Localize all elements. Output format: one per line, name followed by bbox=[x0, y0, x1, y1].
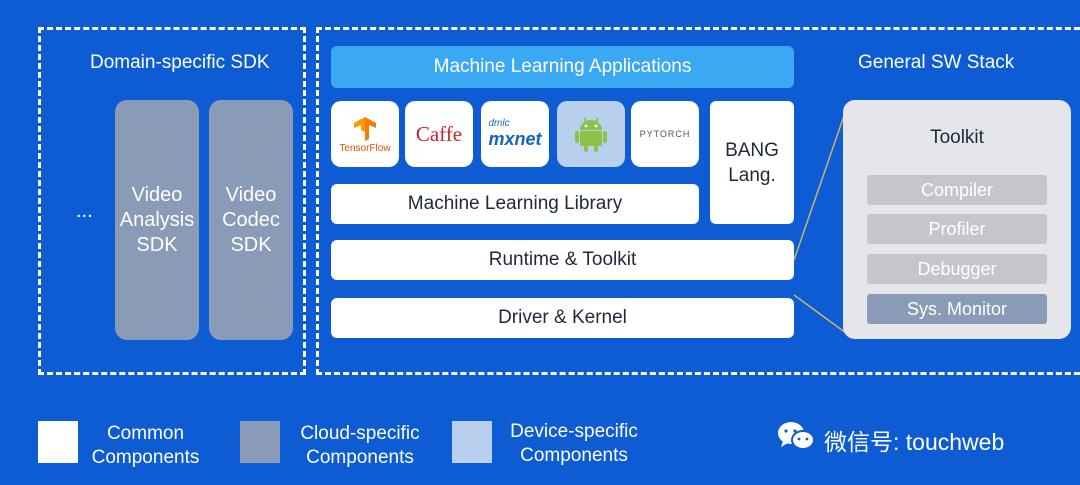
tensorflow-logo-box: TensorFlow bbox=[331, 101, 399, 167]
legend-cloud-text: Cloud-specific Components bbox=[290, 422, 430, 470]
tensorflow-icon bbox=[353, 116, 376, 141]
ml-library-bar: Machine Learning Library bbox=[331, 184, 699, 224]
watermark-text: 微信号: touchweb bbox=[824, 429, 1005, 455]
legend-cloud-swatch bbox=[240, 421, 280, 463]
video-analysis-line2: Analysis bbox=[119, 208, 195, 231]
domain-sdk-region bbox=[38, 27, 306, 375]
video-analysis-sdk-card: Video Analysis SDK bbox=[115, 100, 199, 340]
tool-sys-monitor: Sys. Monitor bbox=[867, 294, 1047, 324]
tool-profiler: Profiler bbox=[867, 214, 1047, 244]
driver-kernel-bar: Driver & Kernel bbox=[331, 298, 794, 338]
pytorch-logo-box: PYTORCH bbox=[631, 101, 699, 167]
legend-common-line1: Common bbox=[106, 423, 185, 444]
toolkit-connector-lines bbox=[793, 109, 847, 334]
legend-common-line2: Components bbox=[91, 447, 200, 468]
android-logo-box bbox=[557, 101, 625, 167]
tool-debugger: Debugger bbox=[867, 254, 1047, 284]
legend-common-swatch bbox=[38, 421, 78, 463]
legend-device-text: Device-specific Components bbox=[500, 420, 648, 468]
caffe-logo-box: Caffe bbox=[405, 101, 473, 167]
android-icon bbox=[575, 117, 607, 152]
legend-device-swatch bbox=[452, 421, 492, 463]
bang-lang-box: BANG Lang. bbox=[710, 101, 794, 224]
bang-line2: Lang. bbox=[728, 164, 776, 186]
video-codec-line2: Codec bbox=[222, 208, 280, 231]
mxnet-logo-box: dmlc mxnet bbox=[481, 101, 549, 167]
video-codec-sdk-card: Video Codec SDK bbox=[209, 100, 293, 340]
domain-sdk-title: Domain-specific SDK bbox=[90, 52, 270, 73]
general-sw-title: General SW Stack bbox=[858, 52, 1015, 73]
ellipsis: ... bbox=[76, 200, 93, 222]
legend-device-line1: Device-specific bbox=[510, 421, 638, 442]
pytorch-label: PYTORCH bbox=[639, 129, 691, 139]
video-codec-line3: SDK bbox=[230, 233, 272, 256]
mxnet-label: mxnet bbox=[488, 129, 542, 149]
caffe-label: Caffe bbox=[415, 121, 463, 146]
legend-common-text: Common Components bbox=[88, 422, 203, 470]
video-analysis-line1: Video bbox=[131, 183, 183, 206]
tensorflow-label: TensorFlow bbox=[339, 142, 391, 154]
runtime-toolkit-bar: Runtime & Toolkit bbox=[331, 240, 794, 280]
video-analysis-line3: SDK bbox=[136, 233, 178, 256]
video-codec-line1: Video bbox=[225, 183, 277, 206]
legend-cloud-line2: Components bbox=[306, 447, 414, 468]
legend-cloud-line1: Cloud-specific bbox=[300, 423, 420, 444]
mxnet-dmlc-label: dmlc bbox=[488, 118, 510, 129]
tool-compiler: Compiler bbox=[867, 175, 1047, 205]
legend-device-line2: Components bbox=[520, 445, 628, 466]
wechat-icon bbox=[778, 422, 815, 450]
general-sw-region bbox=[316, 27, 1080, 375]
bang-line1: BANG bbox=[725, 139, 779, 161]
toolkit-title: Toolkit bbox=[930, 127, 984, 148]
ml-applications-bar: Machine Learning Applications bbox=[331, 46, 794, 88]
